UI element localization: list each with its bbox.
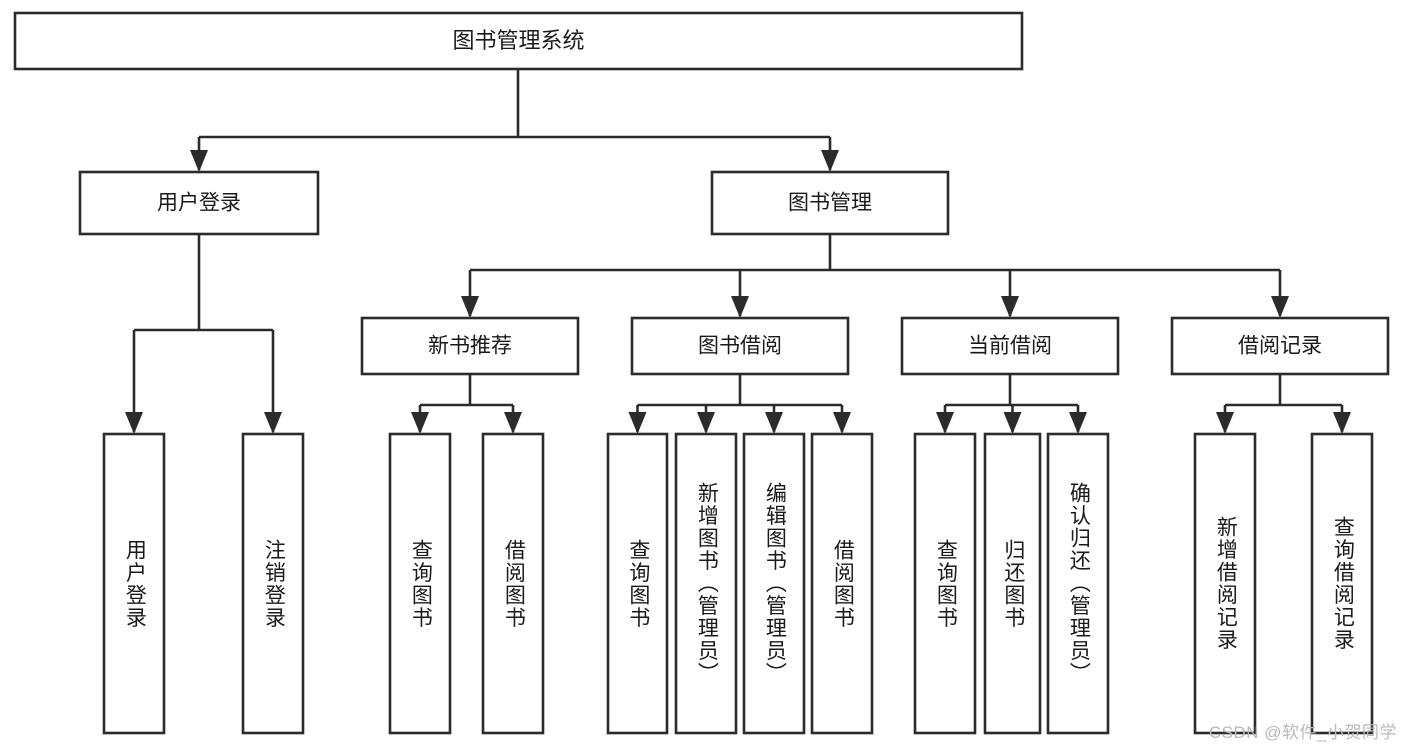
node-box-leaf-0[interactable]	[102, 432, 166, 735]
arrow-head-icon-leaf-0	[125, 412, 143, 434]
arrow-head-icon-leaf-5	[697, 412, 715, 434]
node-label-level3-1: 图书借阅	[698, 335, 782, 358]
arrow-head-icon-leaf-8	[936, 412, 954, 434]
node-label-level3-0: 新书推荐	[428, 335, 512, 358]
arrow-head-icon-level3-0	[461, 296, 479, 318]
node-box-leaf-1[interactable]	[241, 432, 305, 735]
node-box-level2-1[interactable]	[710, 170, 950, 236]
node-box-level3-3[interactable]	[1170, 316, 1390, 376]
arrow-head-icon-level2-1	[821, 150, 839, 172]
arrow-head-icon-leaf-2	[411, 412, 429, 434]
arrow-head-icon-level3-2	[1001, 296, 1019, 318]
node-box-level3-2[interactable]	[900, 316, 1120, 376]
arrow-head-icon-level3-3	[1271, 296, 1289, 318]
node-box-leaf-4[interactable]	[606, 432, 669, 735]
node-box-leaf-10[interactable]	[1046, 432, 1110, 735]
node-label-level3-3: 借阅记录	[1238, 335, 1322, 358]
node-label-level2-0: 用户登录	[157, 192, 241, 215]
node-box-leaf-7[interactable]	[810, 432, 874, 735]
arrow-head-icon-leaf-3	[504, 412, 522, 434]
node-box-leaf-12[interactable]	[1310, 432, 1374, 735]
node-label-level2-1: 图书管理	[788, 192, 872, 215]
boxes-layer	[13, 11, 1390, 735]
arrow-head-icon-leaf-9	[1003, 412, 1022, 434]
arrow-head-icon-leaf-12	[1333, 412, 1351, 434]
node-box-leaf-3[interactable]	[481, 432, 545, 735]
arrow-head-icon-leaf-1	[264, 412, 282, 434]
node-box-leaf-5[interactable]	[674, 432, 738, 735]
node-box-root[interactable]	[13, 11, 1024, 71]
watermark-text: CSDN @软件_小贺同学	[1208, 723, 1397, 742]
node-box-leaf-11[interactable]	[1193, 432, 1257, 735]
node-box-leaf-2[interactable]	[388, 432, 452, 735]
arrow-head-icon-leaf-4	[628, 412, 647, 434]
arrow-head-icon-level2-0	[190, 150, 208, 172]
connectors-layer	[125, 69, 1351, 434]
node-box-level3-0[interactable]	[360, 316, 580, 376]
arrow-head-icon-level3-1	[731, 296, 749, 318]
node-box-leaf-9[interactable]	[983, 432, 1042, 735]
node-box-level2-0[interactable]	[78, 170, 320, 236]
arrow-head-icon-leaf-6	[765, 412, 783, 434]
node-box-leaf-6[interactable]	[742, 432, 806, 735]
arrow-head-icon-leaf-10	[1069, 412, 1087, 434]
arrow-head-icon-leaf-11	[1216, 412, 1234, 434]
node-label-root: 图书管理系统	[452, 28, 584, 53]
node-box-leaf-8[interactable]	[913, 432, 977, 735]
node-label-level3-2: 当前借阅	[968, 335, 1052, 358]
node-box-level3-1[interactable]	[630, 316, 850, 376]
arrow-head-icon-leaf-7	[833, 412, 851, 434]
